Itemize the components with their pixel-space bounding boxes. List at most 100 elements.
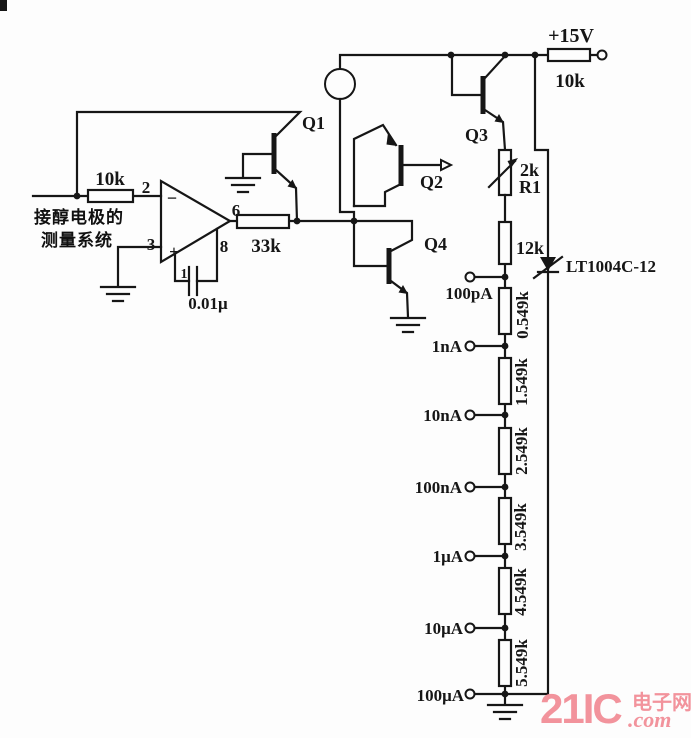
tap-terminal-1ua (464, 550, 476, 562)
op-amp: 2 − 3 + 6 8 1 (116, 178, 241, 288)
output-arrow-icon (440, 158, 454, 172)
tap-label-100pa: 100pA (445, 284, 493, 303)
input-network: 10k 接醇电极的 测量系统 (31, 110, 303, 250)
pin6-label: 6 (232, 201, 241, 220)
junction-dot (501, 342, 509, 350)
output-resistor (235, 213, 291, 230)
ground-icon (389, 316, 427, 334)
q1-label: Q1 (302, 113, 325, 133)
q1-emitter-wire (274, 168, 299, 223)
ground-symbol-q4 (389, 316, 427, 334)
ladder-resistor-3-label: 3.549k (511, 503, 530, 551)
q1-base-wire (241, 152, 276, 179)
rail-resistor-label: 10k (555, 71, 585, 92)
tap-terminal-100pa (464, 271, 476, 283)
tap-label-100ua: 100μA (417, 686, 465, 705)
junction-dot (501, 624, 509, 632)
tap-terminal-100ua (464, 688, 476, 700)
tap-label-10ua: 10μA (424, 619, 464, 638)
rail-wire (338, 53, 599, 71)
q2-collector-wire (352, 182, 403, 208)
ground-icon (486, 692, 524, 721)
watermark: 21IC 电子网 .com (540, 685, 691, 732)
reference-part-label: LT1004C-12 (566, 257, 656, 276)
trimmer-designator-label: R1 (519, 177, 541, 197)
q4-base-wire (352, 219, 391, 268)
q3-label: Q3 (465, 125, 488, 145)
cap-lead-right (195, 227, 219, 283)
pin1-label: 1 (181, 267, 188, 282)
zener-slash-icon (532, 255, 564, 280)
ground-icon (99, 285, 137, 303)
pin2-label: 2 (142, 178, 151, 197)
q4-emitter-wire (389, 279, 410, 319)
ladder-resistor-0 (497, 286, 513, 336)
noninverting-wire (116, 245, 163, 288)
source-label-line1: 接醇电极的 (34, 207, 124, 227)
input-resistor (86, 188, 135, 204)
power-rail: +15V 10k (324, 25, 608, 100)
ladder-12k-label: 12k (516, 238, 544, 258)
ladder-resistor-2 (497, 426, 513, 476)
plus-sign: + (169, 242, 179, 261)
tap-terminal-1na (464, 340, 476, 352)
q2-label: Q2 (420, 172, 443, 192)
source-label-line2: 测量系统 (41, 230, 113, 250)
ladder-resistor-12k (497, 220, 513, 266)
ground-symbol-ladder (486, 692, 524, 721)
ladder-resistor-4-label: 4.549k (511, 568, 530, 616)
meter-drop-wire (338, 97, 356, 223)
ladder-resistor-4 (497, 566, 513, 616)
tap-terminal-10na (464, 409, 476, 421)
tap-label-10na: 10nA (423, 406, 462, 425)
ladder-resistor-1 (497, 356, 513, 406)
trimmer-r1: 2k R1 (487, 148, 541, 197)
q4-emitter-arrow-icon (398, 285, 408, 294)
tap-terminal-10ua (464, 622, 476, 634)
comp-capacitor: 0.01μ (173, 227, 228, 313)
tap-label-1ua: 1μA (433, 547, 464, 566)
ladder-resistor-0-label: 0.549k (513, 291, 532, 339)
transistor-q2: Q2 (338, 97, 454, 223)
pin3-label: 3 (147, 235, 156, 254)
cap-lead-left (173, 252, 191, 283)
ground-symbol-q1 (224, 176, 262, 194)
ladder-resistor-3 (497, 496, 513, 546)
transistor-q4: Q4 (352, 219, 447, 319)
input-resistor-label: 10k (95, 169, 125, 190)
q2-emitter-wire (352, 123, 398, 208)
trimmer-arrow-icon (507, 158, 518, 168)
zener-triangle-icon (540, 257, 556, 271)
q1-emitter-arrow-icon (287, 179, 297, 189)
watermark-site-name: 电子网 (632, 691, 691, 714)
rail-terminal (596, 49, 608, 61)
trimmer-value-label: 2k (520, 160, 539, 180)
scan-artifact (0, 0, 7, 11)
ladder-resistor-1-label: 1.549k (512, 358, 531, 406)
junction-dot (501, 552, 509, 560)
resistor-ladder: 12k 0.549k 1.549k 2.549k 3.549k 4.549k 5… (415, 193, 544, 721)
tap-label-100na: 100nA (415, 478, 463, 497)
q2-emitter-arrow-icon (386, 133, 397, 146)
output-bus-wire (228, 219, 414, 253)
q3-base-wire (450, 53, 485, 97)
transistor-q3: Q3 (450, 53, 507, 152)
meter-symbol (324, 68, 356, 100)
output-resistor-label: 33k (251, 236, 281, 257)
ladder-taps: 100pA 1nA 10nA 100nA 1μA 10μA 100μA (415, 271, 509, 705)
watermark-brand: 21IC (540, 685, 622, 732)
tap-wires (472, 275, 507, 696)
junction-dot (501, 411, 509, 419)
pin8-label: 8 (220, 237, 229, 256)
junction-dot (501, 483, 509, 491)
transistor-q1: Q1 (241, 113, 325, 223)
ladder-resistor-2-label: 2.549k (512, 427, 531, 475)
tap-label-1na: 1nA (432, 337, 463, 356)
cap-value-label: 0.01μ (188, 294, 228, 313)
watermark-domain-suffix: .com (628, 707, 671, 732)
ground-symbol-opamp (99, 285, 137, 303)
op-amp-triangle (159, 179, 233, 264)
junction-dot (73, 192, 81, 200)
